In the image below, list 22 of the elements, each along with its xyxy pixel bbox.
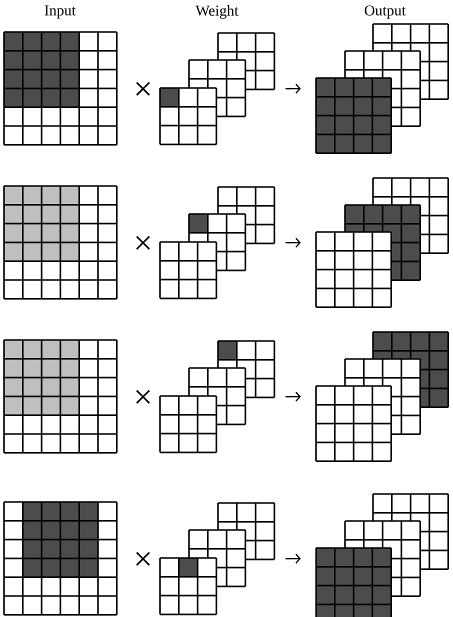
input-grid	[3, 185, 118, 300]
input-grid	[3, 339, 118, 454]
arrow	[286, 238, 301, 248]
input-grid	[3, 31, 118, 146]
output-grid-stack	[315, 177, 449, 308]
arrow	[286, 84, 301, 94]
arrow	[286, 392, 301, 402]
multiplication-sign: ×	[136, 82, 150, 96]
weight-grid-stack	[159, 502, 276, 616]
multiplication-sign: ×	[136, 236, 150, 250]
output-grid-stack	[315, 331, 449, 462]
weight-grid-stack	[159, 340, 276, 454]
weight-grid-stack	[159, 32, 276, 146]
arrow	[286, 554, 301, 564]
output-grid-stack	[315, 23, 449, 154]
output-grid-stack	[315, 493, 449, 617]
weight-grid-stack	[159, 186, 276, 300]
column-heading: Input	[44, 6, 76, 19]
column-heading: Weight	[196, 5, 238, 19]
multiplication-sign: ×	[136, 552, 150, 566]
input-grid	[3, 501, 118, 616]
multiplication-sign: ×	[136, 390, 150, 404]
